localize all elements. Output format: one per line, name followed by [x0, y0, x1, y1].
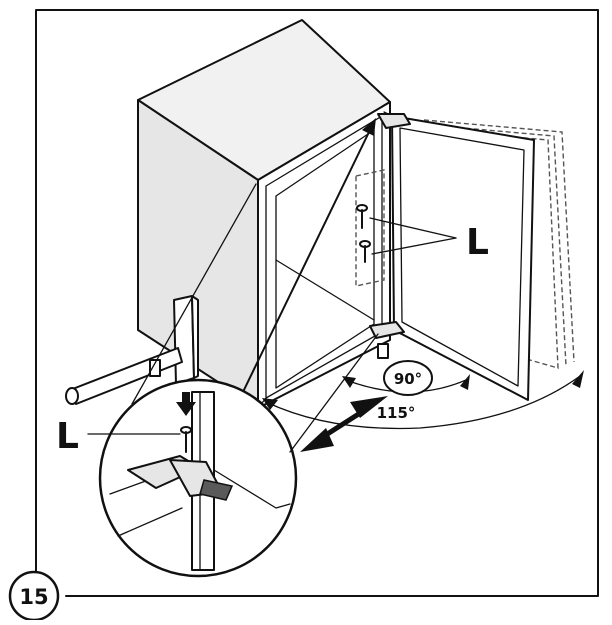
angle-badge-90: 90° — [383, 360, 433, 396]
angle-label-115: 115° — [377, 404, 416, 422]
detail-magnifier — [98, 183, 379, 578]
screw-label-lower: L — [56, 416, 79, 457]
screw-label-upper: L — [466, 222, 489, 263]
appliance-door — [355, 111, 535, 401]
leader-line — [369, 217, 457, 239]
diagonal-arrow — [241, 118, 376, 395]
upper-hinge — [377, 113, 411, 129]
double-arrow — [300, 396, 388, 452]
screw-icon — [356, 204, 368, 229]
step-number: 15 — [19, 585, 48, 609]
step-badge: 15 — [8, 570, 60, 622]
swing-arc-115 — [265, 375, 581, 430]
cabinet-foot — [377, 343, 389, 359]
cabinet-foot — [149, 359, 161, 377]
screw-icon — [359, 240, 371, 263]
svg-text:90°: 90° — [394, 370, 422, 388]
lower-hinge — [369, 321, 405, 339]
leader-line — [371, 237, 457, 255]
